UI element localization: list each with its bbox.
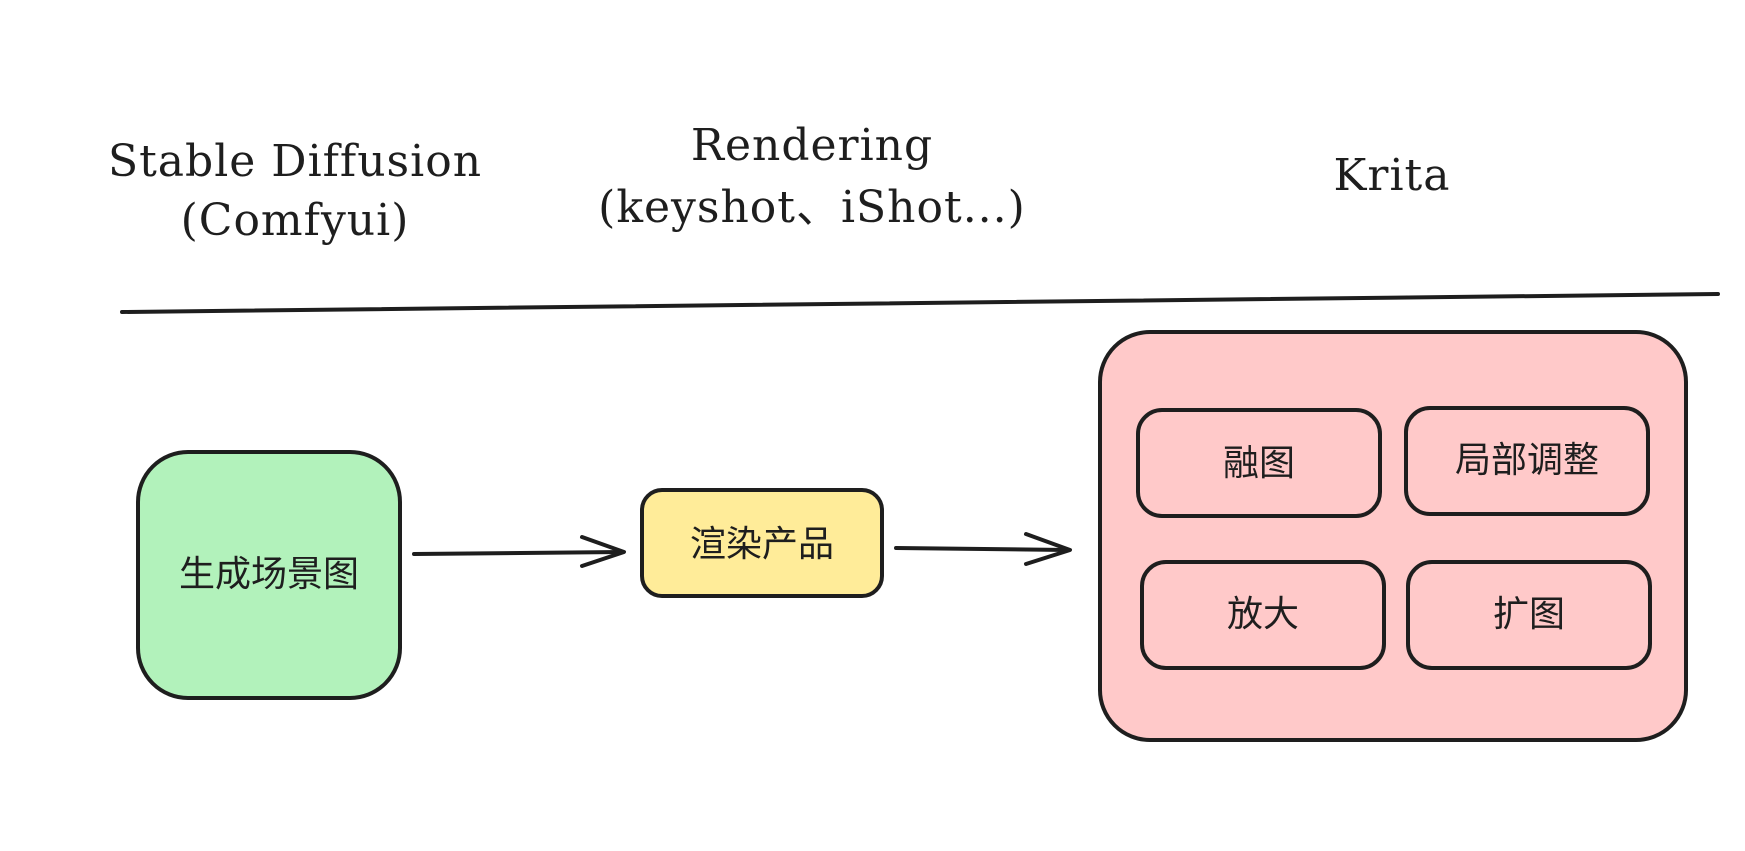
outpaint-node [1406,560,1652,670]
render-product-label: 渲染产品 [690,524,834,565]
generate-scene-node [136,450,402,700]
header-render-line2: (keyshot、iShot...) [598,182,1026,233]
upscale-label: 放大 [1227,594,1299,635]
krita-container [1098,330,1688,742]
render-product-node [640,488,884,598]
local-adjust-label: 局部调整 [1455,440,1599,481]
header-render-line1: Rendering [691,120,933,171]
arrow-shaft-1 [412,550,624,556]
header-sd-line1: Stable Diffusion [108,136,482,187]
blend-node [1136,408,1382,518]
arrow-head-1 [580,535,626,568]
outpaint-label: 扩图 [1493,594,1565,635]
arrow-head-2 [1024,532,1072,566]
upscale-node [1140,560,1386,670]
local-adjust-node [1404,406,1650,516]
header-krita: Krita [1334,150,1451,201]
arrow-shaft-2 [894,546,1070,552]
divider-line [120,292,1720,314]
generate-scene-label: 生成场景图 [179,554,359,595]
header-sd-line2: (Comfyui) [181,195,410,246]
blend-label: 融图 [1223,443,1295,484]
